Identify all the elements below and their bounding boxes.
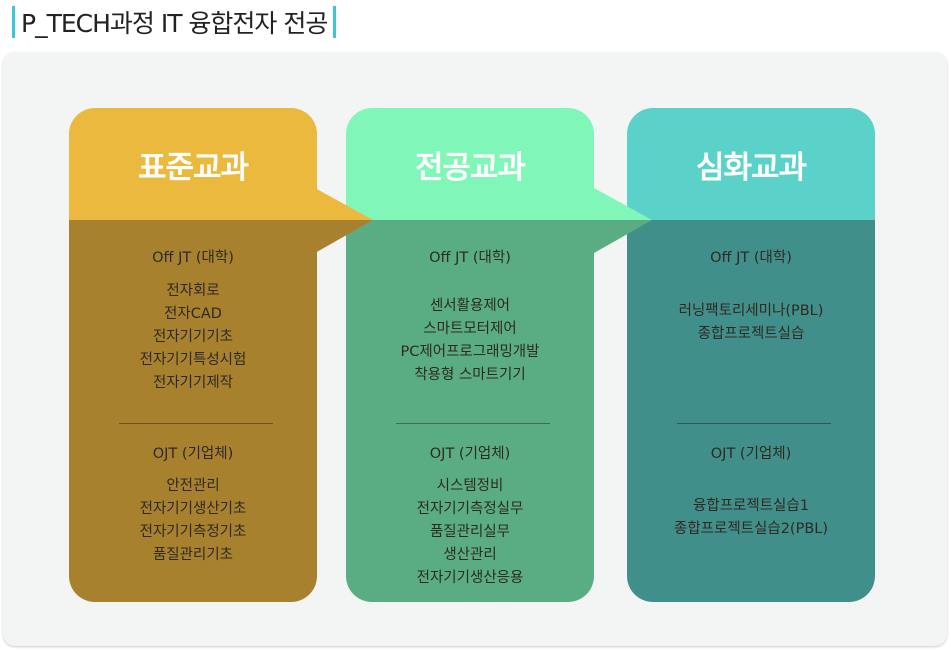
card-body: Off JT (대학) 러닝팩토리세미나(PBL) 종합프로젝트실습 OJT (기업체…: [627, 220, 875, 602]
ojt-label: OJT (기업체): [429, 446, 511, 462]
course-item: 품질관리기초: [152, 547, 234, 563]
course-item: 스마트모터제어: [423, 321, 517, 337]
title-bar-left: [12, 6, 15, 38]
ojt-list: 융합프로젝트실습1 종합프로젝트실습2(PBL): [627, 495, 875, 541]
course-item: 전자기기생산기초: [139, 501, 247, 517]
course-item: 품질관리실무: [429, 524, 511, 540]
course-item: 전자기기특성시험: [139, 352, 247, 368]
arrow-1-top: [315, 188, 373, 220]
card-3: 심화교과 Off JT (대학) 러닝팩토리세미나(PBL) 종합프로젝트실습 OJT…: [627, 108, 875, 602]
course-item: 종합프로젝트실습2(PBL): [673, 521, 829, 537]
course-item: 안전관리: [166, 478, 220, 494]
card-title: 심화교과: [695, 149, 807, 186]
arrow-2-bottom: [594, 220, 652, 253]
card-title: 표준교과: [137, 149, 249, 186]
card-header: 표준교과: [69, 108, 317, 220]
offjt-label: Off JT (대학): [710, 250, 792, 266]
section-divider: [396, 423, 550, 424]
course-item: 시스템정비: [436, 478, 504, 494]
course-item: 전자회로: [166, 283, 220, 299]
section-divider: [677, 423, 831, 424]
card-header: 심화교과: [627, 108, 875, 220]
section-divider: [119, 423, 273, 424]
title-text: P_TECH과정 IT 융합전자 전공: [21, 9, 328, 38]
course-item: 착용형 스마트기기: [414, 367, 526, 383]
offjt-label: Off JT (대학): [429, 250, 511, 266]
card-title: 전공교과: [414, 149, 526, 186]
course-item: 전자CAD: [164, 306, 222, 322]
course-item: 종합프로젝트실습: [697, 326, 805, 342]
course-item: 센서활용제어: [429, 298, 511, 314]
ojt-label: OJT (기업체): [710, 446, 792, 462]
arrow-2-top: [594, 188, 652, 220]
arrow-1-bottom: [315, 220, 373, 253]
ojt-label: OJT (기업체): [152, 446, 234, 462]
course-item: 전자기기제작: [152, 375, 234, 391]
course-item: 융합프로젝트실습1: [693, 498, 809, 514]
offjt-label: Off JT (대학): [152, 250, 234, 266]
course-item: 전자기기측정실무: [416, 501, 524, 517]
course-item: 러닝팩토리세미나(PBL): [678, 303, 824, 319]
course-item: 전자기기측정기초: [139, 524, 247, 540]
course-item: 생산관리: [443, 547, 497, 563]
title-bar-right: [333, 6, 337, 38]
page-title: P_TECH과정 IT 융합전자 전공: [6, 4, 342, 40]
course-item: 전자기기생산응용: [416, 570, 524, 586]
card-header: 전공교과: [346, 108, 594, 220]
course-item: 전자기기기초: [152, 329, 234, 345]
offjt-list: 러닝팩토리세미나(PBL) 종합프로젝트실습: [627, 300, 875, 346]
course-item: PC제어프로그래밍개발: [400, 344, 540, 360]
